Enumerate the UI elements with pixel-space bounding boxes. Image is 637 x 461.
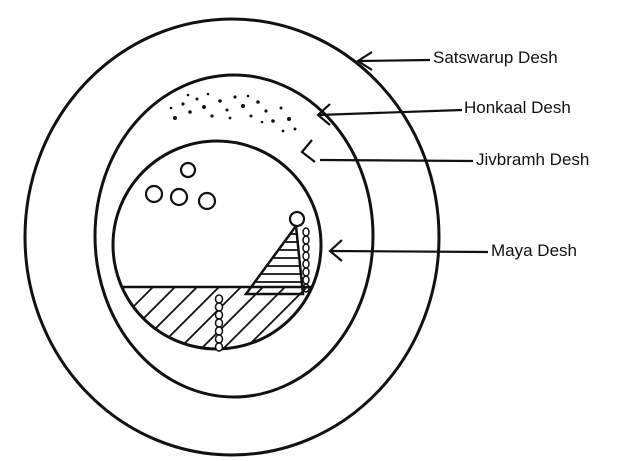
summit-circle	[290, 212, 304, 226]
arrow-honkaal	[318, 104, 462, 125]
label-maya: Maya Desh	[491, 241, 577, 261]
mountain-triangle	[246, 212, 304, 294]
arrow-maya	[330, 240, 488, 261]
arrow-jivbramh	[302, 140, 473, 162]
label-honkaal: Honkaal Desh	[464, 98, 571, 118]
honkaal-speckles	[170, 93, 297, 133]
label-satswarup: Satswarup Desh	[433, 48, 558, 68]
mountain-chain	[303, 228, 309, 292]
satswarup-circle	[25, 19, 439, 455]
label-jivbramh: Jivbramh Desh	[476, 150, 589, 170]
ground-chain	[216, 295, 223, 351]
soul-circles	[146, 163, 215, 209]
arrow-satswarup	[358, 52, 430, 70]
